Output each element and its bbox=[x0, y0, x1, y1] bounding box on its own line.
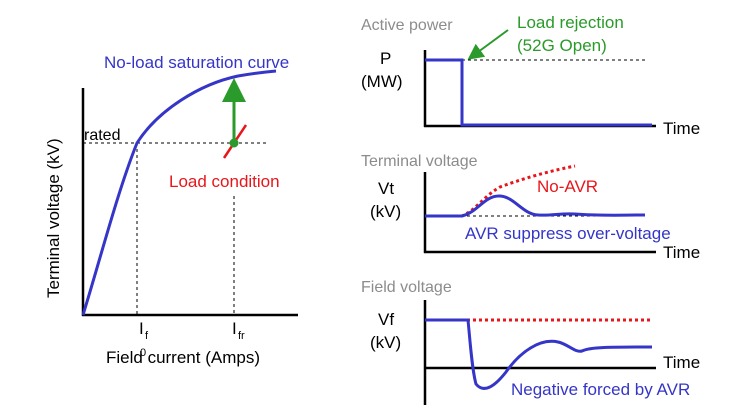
terminal-voltage-chart: Terminal voltage Vt (kV) No-AVR AVR supp… bbox=[361, 153, 700, 262]
load-rejection-arrow bbox=[467, 29, 509, 60]
active-power-chart: Active power P (MW) Load rejection (52G … bbox=[361, 13, 700, 138]
ifr-label: I bbox=[232, 319, 237, 338]
avr-trace bbox=[425, 194, 646, 218]
active-power-ylabel-1: P bbox=[380, 49, 391, 68]
no-avr-trace bbox=[425, 164, 576, 218]
active-power-trace bbox=[425, 58, 652, 127]
if-subscript-extra: 0 bbox=[140, 347, 146, 359]
avr-label: AVR suppress over-voltage bbox=[465, 224, 671, 243]
rated-label: rated bbox=[84, 127, 120, 144]
x-axis-label: Field current (Amps) bbox=[106, 348, 260, 367]
y-axis-label: Terminal voltage (kV) bbox=[44, 138, 63, 298]
terminal-voltage-time-label: Time bbox=[663, 243, 700, 262]
active-power-time-label: Time bbox=[663, 119, 700, 138]
load-condition-label: Load condition bbox=[169, 172, 280, 191]
curve-label: No-load saturation curve bbox=[104, 53, 289, 72]
saturation-chart: No-load saturation curve rated Load cond… bbox=[44, 53, 298, 367]
no-avr-label: No-AVR bbox=[537, 177, 598, 196]
field-voltage-time-label: Time bbox=[663, 353, 700, 372]
field-voltage-chart: Field voltage Vf (kV) Time Negative forc… bbox=[361, 279, 700, 405]
field-voltage-avr-trace bbox=[425, 318, 653, 390]
saturation-curve bbox=[81, 69, 277, 316]
field-voltage-ylabel-2: (kV) bbox=[370, 333, 401, 352]
active-power-title: Active power bbox=[361, 17, 453, 34]
ifr-subscript: fr bbox=[238, 330, 245, 342]
terminal-voltage-ylabel-2: (kV) bbox=[370, 202, 401, 221]
terminal-voltage-title: Terminal voltage bbox=[361, 153, 478, 170]
if-label: I bbox=[139, 319, 144, 338]
operating-point bbox=[229, 138, 239, 148]
load-rejection-label: Load rejection bbox=[517, 13, 624, 32]
field-voltage-title: Field voltage bbox=[361, 279, 452, 296]
negative-forced-label: Negative forced by AVR bbox=[511, 380, 690, 399]
active-power-ylabel-2: (MW) bbox=[361, 72, 403, 91]
terminal-voltage-ylabel-1: Vt bbox=[378, 179, 394, 198]
field-voltage-ylabel-1: Vf bbox=[378, 310, 394, 329]
if-subscript: f bbox=[145, 330, 149, 342]
load-rejection-sublabel: (52G Open) bbox=[517, 36, 607, 55]
